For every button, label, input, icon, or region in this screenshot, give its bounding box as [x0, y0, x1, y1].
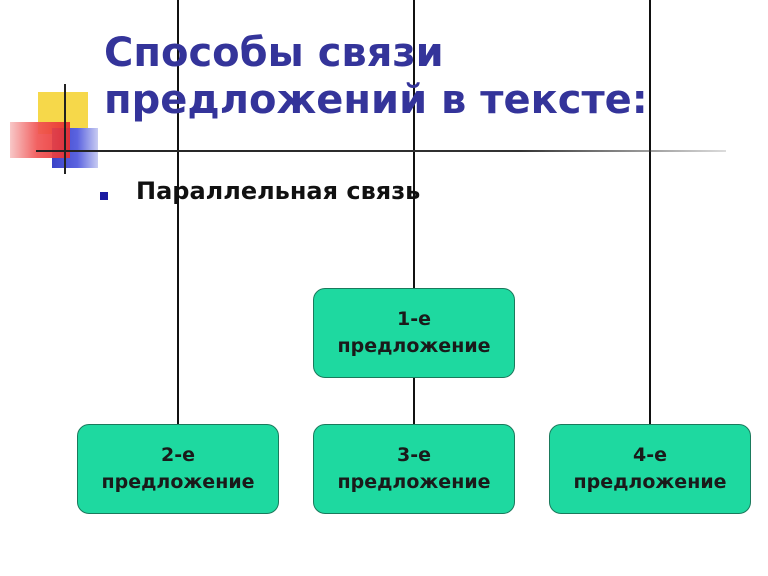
logo-red-square	[10, 122, 70, 158]
logo-vertical-line	[64, 84, 66, 174]
title-divider	[36, 150, 726, 152]
sentence-box-4: 4-е предложение	[549, 424, 751, 514]
bullet-marker	[100, 192, 108, 200]
sentence-box-1: 1-е предложение	[313, 288, 515, 378]
page-title: Способы связи предложений в тексте:	[104, 30, 648, 123]
bullet-text: Параллельная связь	[136, 177, 421, 205]
sentence-box-3: 3-е предложение	[313, 424, 515, 514]
sentence-box-2: 2-е предложение	[77, 424, 279, 514]
